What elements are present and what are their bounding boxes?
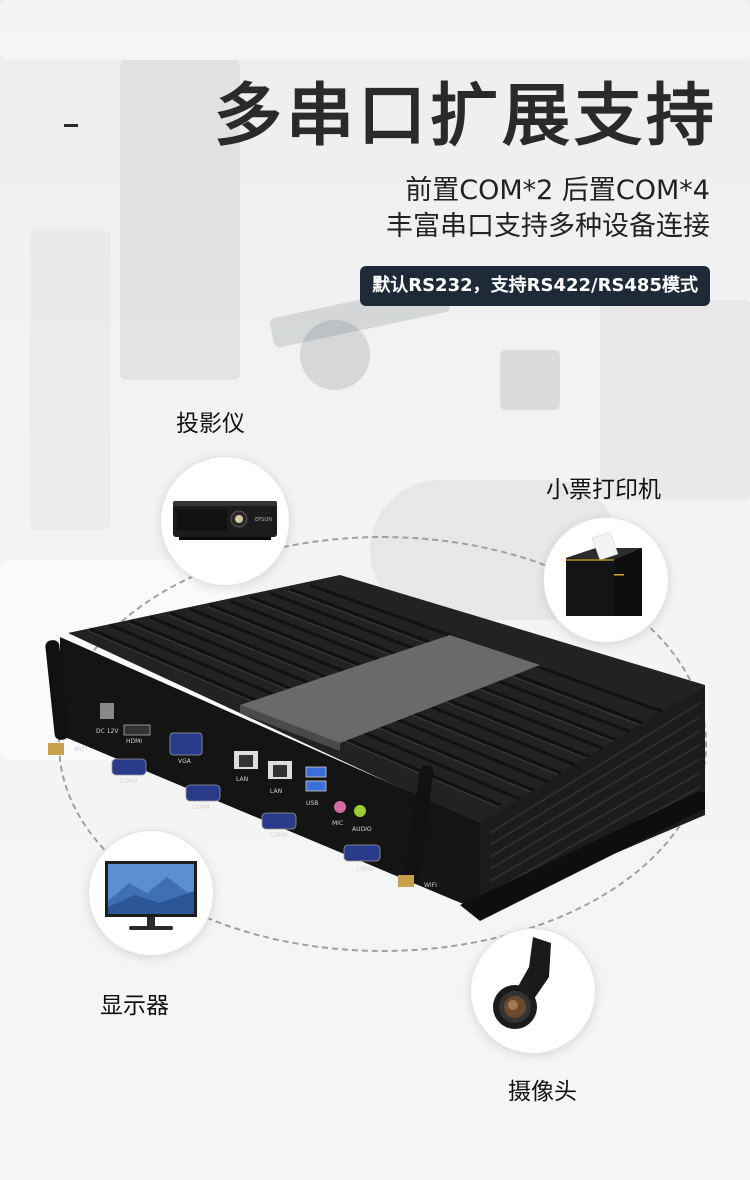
right-antenna [398,765,434,887]
projector-icon: EPSON [173,501,277,540]
camera-label: 摄像头 [508,1079,577,1105]
com3-port [111,758,147,776]
mic-jack [334,801,346,813]
com4-port [185,784,221,802]
vga-port [169,732,203,756]
svg-text:LAN: LAN [270,788,282,795]
svg-text:COM3: COM3 [120,778,138,785]
rs-mode-badge: 默认RS232，支持RS422/RS485模式 [360,266,710,306]
com5-port [261,812,297,830]
monitor-label: 显示器 [100,993,169,1019]
projector-circle: EPSON [160,456,290,586]
receipt-printer-circle [543,517,669,643]
svg-text:DC 12V: DC 12V [96,728,119,735]
hdmi-port [123,724,151,736]
subtitle-com-count: 前置COM*2 后置COM*4 [405,175,710,206]
left-antenna [45,640,69,755]
subtitle-description: 丰富串口支持多种设备连接 [386,211,710,242]
svg-text:USB: USB [306,800,318,807]
dc-jack [100,703,114,719]
svg-text:MIC: MIC [332,820,343,827]
camera-lens-clip-icon [493,937,551,1029]
projector-label: 投影仪 [176,411,245,437]
svg-text:AUDIO: AUDIO [352,826,372,833]
svg-text:WIFI: WIFI [424,882,437,889]
usb-port-1 [305,766,327,778]
audio-jack [354,805,366,817]
svg-text:COM6: COM6 [356,866,374,873]
receipt-printer-icon [566,531,642,616]
usb-port-2 [305,780,327,792]
svg-text:VGA: VGA [178,758,192,765]
com6-port [343,844,381,862]
projector-brand-text: EPSON [255,517,272,523]
svg-text:WIFI: WIFI [74,746,87,753]
svg-text:LAN: LAN [236,776,248,783]
monitor-icon [105,861,197,930]
svg-text:COM5: COM5 [270,832,288,839]
page-title: 多串口扩展支持 [214,77,719,156]
svg-text:COM4: COM4 [192,804,210,811]
camera-circle [470,928,596,1054]
monitor-circle [88,830,214,956]
decorative-dash [64,124,78,127]
receipt-printer-label: 小票打印机 [546,477,661,503]
svg-text:HDMI: HDMI [126,738,142,745]
fanless-mini-pc-image: DC 12V HDMI VGA COM3 COM4 LAN LAN USB CO… [45,575,705,921]
